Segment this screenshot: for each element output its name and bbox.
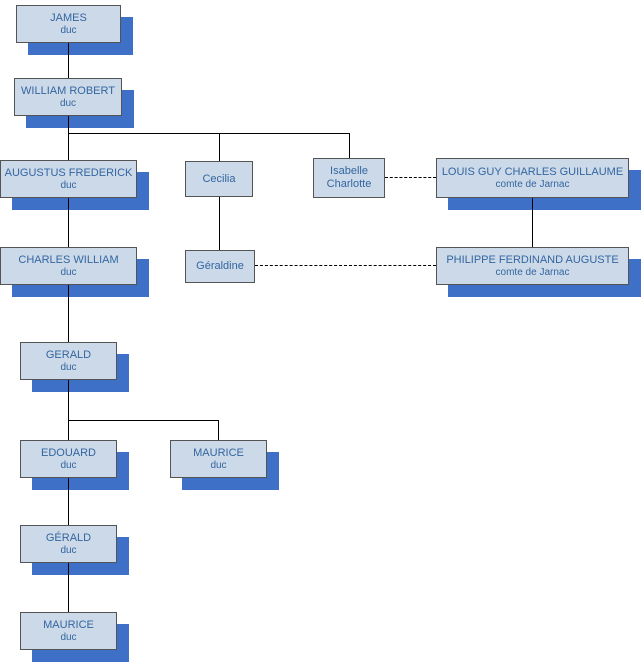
tree-node-cecilia[interactable]: Cecilia [185, 161, 253, 197]
line-drop-to-maurice [218, 420, 219, 440]
person-title: duc [60, 544, 77, 556]
line-gerald-drop [68, 380, 69, 440]
line-generation7-branch [68, 420, 218, 421]
person-name: GÉRALD [45, 531, 92, 544]
line-louis-to-philippe [532, 198, 533, 247]
person-name: MAURICE [43, 618, 94, 631]
person-title: comte de Jarnac [495, 178, 570, 190]
tree-node-geraldine[interactable]: Géraldine [185, 250, 255, 283]
line-cecilia-to-geraldine [219, 197, 220, 250]
line-drop-to-isabelle [349, 133, 350, 158]
person-name: GERALD [45, 348, 92, 361]
line-edouard-to-gerald2 [68, 478, 69, 525]
person-name: EDOUARD [40, 446, 96, 459]
line-augustus-to-charles [68, 198, 69, 247]
person-name: PHILIPPE FERDINAND AUGUSTE [446, 253, 619, 266]
line-gerald2-to-maurice2 [68, 563, 69, 612]
person-name: Cecilia [202, 172, 236, 185]
person-title: duc [60, 24, 77, 36]
person-name: Isabelle Charlotte [326, 165, 372, 190]
line-william-robert-drop [68, 116, 69, 160]
line-drop-to-cecilia [219, 133, 220, 161]
person-title: duc [60, 266, 77, 278]
person-title: duc [60, 179, 77, 191]
line-generation3-branch [68, 133, 349, 134]
person-name: Géraldine [196, 260, 244, 272]
line-marriage-geraldine-philippe [255, 265, 436, 266]
person-name: LOUIS GUY CHARLES GUILLAUME [441, 165, 624, 178]
person-name: WILLIAM ROBERT [21, 84, 115, 97]
line-james-to-william-robert [68, 43, 69, 78]
tree-node-isabelle-charlotte[interactable]: Isabelle Charlotte [313, 158, 385, 198]
person-title: duc [60, 361, 77, 373]
person-name: AUGUSTUS FREDERICK [4, 166, 133, 179]
person-title: duc [60, 459, 77, 471]
line-charles-to-gerald [68, 285, 69, 342]
person-title: comte de Jarnac [495, 266, 570, 278]
person-name: MAURICE [193, 446, 244, 459]
person-name: JAMES [50, 11, 87, 24]
person-title: duc [59, 97, 77, 109]
line-marriage-isabelle-louis [385, 177, 436, 178]
person-name: CHARLES WILLIAM [18, 253, 119, 266]
person-title: duc [210, 459, 227, 471]
person-title: duc [60, 631, 77, 643]
